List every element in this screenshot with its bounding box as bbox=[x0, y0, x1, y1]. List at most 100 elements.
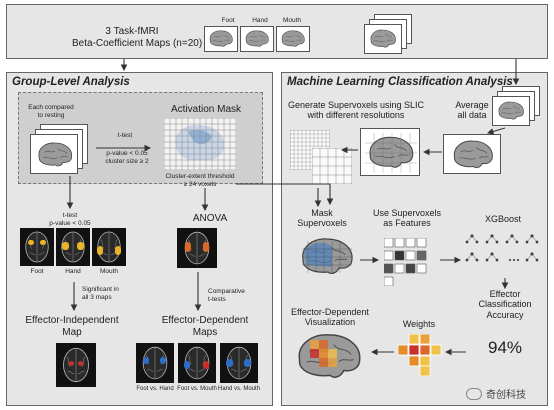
activation-blob bbox=[203, 361, 209, 369]
header-map-foot bbox=[204, 26, 238, 52]
significant-label: Significant in all 3 maps bbox=[82, 286, 142, 302]
activation-blob bbox=[115, 246, 121, 255]
ttest2-line: t-test bbox=[62, 212, 78, 219]
supervoxels-line1: Generate Supervoxels using SLIC bbox=[287, 100, 425, 110]
visualization-label: Effector-Dependent Visualization bbox=[285, 307, 375, 328]
independent-map-label: Effector-Independent Map bbox=[12, 315, 132, 338]
activation-blob bbox=[62, 242, 69, 250]
features-line1: Use Supervoxels bbox=[372, 208, 442, 218]
effector-accuracy-label: Effector Classification Accuracy bbox=[470, 289, 540, 320]
comparison-label-foot-hand: Foot vs. Hand bbox=[136, 386, 174, 392]
dependent-line1: Effector-Dependent bbox=[161, 315, 249, 326]
effector-line3: Accuracy bbox=[486, 309, 524, 320]
group-title: Group-Level Analysis bbox=[12, 76, 130, 88]
masked-supervoxel-brain bbox=[296, 235, 358, 279]
header-map-label-foot: Foot bbox=[221, 17, 235, 24]
activation-blob bbox=[97, 246, 103, 255]
supervoxel-brain-card bbox=[360, 128, 420, 176]
visualization-line2: Visualization bbox=[304, 317, 356, 328]
activation-blob bbox=[28, 240, 34, 245]
compared-label: Each compared to resting bbox=[26, 104, 76, 120]
watermark-logo-icon bbox=[466, 387, 482, 400]
accuracy-value: 94% bbox=[487, 338, 523, 357]
activation-blob bbox=[160, 357, 166, 364]
activation-blob bbox=[244, 359, 251, 367]
significant-line2: all 3 maps bbox=[82, 293, 112, 301]
mask-line1: Mask bbox=[311, 208, 333, 218]
header-title: 3 Task-fMRI Beta-Coefficient Maps (n=20) bbox=[72, 26, 203, 49]
header-map-label-mouth: Mouth bbox=[282, 17, 302, 24]
header-map-hand bbox=[240, 26, 274, 52]
effector-map-mouth bbox=[92, 228, 126, 266]
activation-mask-grid bbox=[164, 118, 236, 170]
watermark-text: 奇创科技 bbox=[486, 390, 526, 401]
average-label: Average all data bbox=[444, 100, 500, 121]
header-title-line2: Beta-Coefficient Maps (n=20) bbox=[72, 37, 203, 49]
independent-map bbox=[56, 343, 96, 387]
mask-overlay bbox=[302, 241, 352, 273]
significant-line1: Significant in bbox=[82, 286, 119, 293]
dependent-map-foot-hand bbox=[136, 343, 174, 383]
activation-mask-title: Activation Mask bbox=[170, 104, 242, 115]
activation-blob bbox=[143, 357, 149, 364]
feature-tiles bbox=[384, 238, 427, 286]
cluster-threshold-line1: Cluster-extent threshold bbox=[165, 173, 235, 180]
xgboost-label: XGBoost bbox=[484, 214, 522, 224]
comparative-line2: t-tests bbox=[208, 295, 226, 303]
supervoxel-overlay-grid bbox=[365, 133, 417, 173]
weights-label: Weights bbox=[402, 319, 436, 329]
average-line1: Average bbox=[455, 100, 489, 110]
dependent-map-foot-mouth bbox=[178, 343, 216, 383]
features-label: Use Supervoxels as Features bbox=[372, 208, 442, 229]
mask-supervoxels-label: Mask Supervoxels bbox=[292, 208, 352, 229]
effector-map-foot bbox=[20, 228, 54, 266]
effector-label-mouth: Mouth bbox=[99, 268, 119, 275]
activation-blob bbox=[40, 240, 46, 245]
cluster-threshold-label: Cluster-extent threshold ≥ 24 voxels bbox=[150, 173, 250, 189]
ttest-label: t-test bbox=[117, 132, 133, 139]
header-stack-front bbox=[364, 24, 402, 54]
effector-label-foot: Foot bbox=[30, 268, 44, 275]
comparative-line1: Comparative bbox=[208, 288, 245, 295]
effector-map-hand bbox=[56, 228, 90, 266]
weights-tiles bbox=[398, 334, 442, 376]
comparison-label-foot-mouth: Foot vs. Mouth bbox=[177, 386, 217, 392]
cluster-size-line: cluster size ≥ 2 bbox=[105, 157, 149, 165]
independent-line2: Map bbox=[62, 326, 82, 338]
pvalue-line: p-value < 0.05 bbox=[106, 150, 148, 157]
anova-map bbox=[177, 228, 217, 268]
ml-stack-front bbox=[492, 96, 530, 126]
supervoxels-label: Generate Supervoxels using SLIC with dif… bbox=[286, 100, 426, 121]
dependent-map-hand-mouth bbox=[220, 343, 258, 383]
comparative-label: Comparative t-tests bbox=[208, 288, 268, 304]
pvalue-label: p-value < 0.05 cluster size ≥ 2 bbox=[101, 150, 153, 166]
compared-line2: to resting bbox=[37, 111, 65, 119]
watermark: 奇创科技 bbox=[466, 386, 526, 401]
header-map-label-hand: Hand bbox=[252, 17, 268, 24]
visualization-line1: Effector-Dependent bbox=[291, 307, 369, 317]
activation-blob bbox=[69, 361, 74, 366]
independent-line1: Effector-Independent bbox=[25, 315, 119, 326]
pvalue2-line: p-value < 0.05 bbox=[49, 219, 91, 227]
effector-line1: Effector bbox=[489, 289, 521, 299]
activation-blob bbox=[77, 242, 84, 250]
weight-heatmap-overlay bbox=[310, 340, 337, 367]
ttest2-label: t-test p-value < 0.05 bbox=[40, 212, 100, 228]
xgboost-trees-icon bbox=[465, 234, 539, 262]
comparison-label-hand-mouth: Hand vs. Mouth bbox=[217, 386, 261, 392]
average-line2: all data bbox=[457, 110, 487, 121]
visualization-brain bbox=[292, 330, 366, 384]
activation-blob bbox=[78, 361, 83, 366]
activation-blob bbox=[184, 361, 190, 369]
cluster-threshold-line2: ≥ 24 voxels bbox=[183, 180, 217, 188]
mask-line2: Supervoxels bbox=[297, 218, 347, 229]
features-line2: as Features bbox=[383, 218, 431, 229]
arrow-stack-to-average bbox=[486, 127, 506, 135]
anova-label: ANOVA bbox=[192, 213, 228, 224]
activation-blob bbox=[203, 242, 209, 252]
effector-label-hand: Hand bbox=[65, 268, 81, 275]
activation-blob bbox=[226, 359, 233, 367]
arrow-mask-to-mlpanel bbox=[236, 183, 334, 206]
activation-blob bbox=[185, 242, 191, 252]
